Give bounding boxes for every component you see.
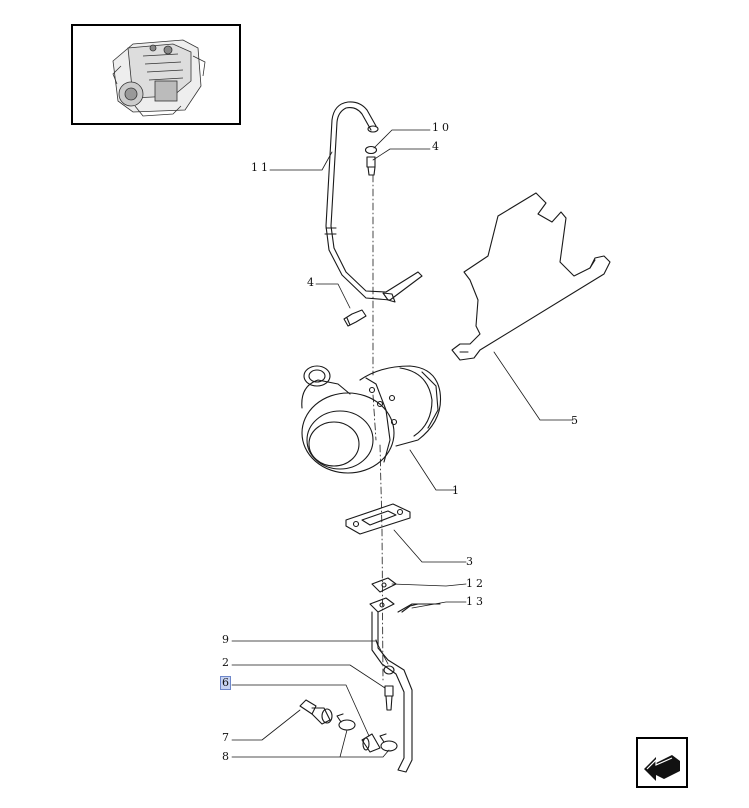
hose-connector — [299, 699, 333, 725]
hose-clamp-lower — [379, 733, 398, 752]
leader-lines — [231, 129, 574, 758]
oil-drain-pipe — [371, 603, 441, 773]
oil-feed-pipe — [324, 101, 423, 303]
callout-7[interactable]: 7 — [222, 731, 232, 744]
turbocharger — [301, 365, 442, 474]
callout-9[interactable]: 9 — [222, 633, 232, 646]
sealing-washer — [383, 665, 395, 675]
banjo-bolt-lower — [343, 309, 367, 327]
next-page-arrow-icon — [644, 755, 680, 781]
drain-bolt — [384, 685, 394, 711]
oil-return-hose — [361, 733, 381, 753]
assembly-axis — [372, 174, 384, 681]
o-ring — [364, 145, 378, 155]
callout-3[interactable]: 3 — [466, 555, 476, 568]
callout-8[interactable]: 8 — [222, 750, 232, 763]
next-page-button[interactable] — [636, 737, 688, 788]
callout-5[interactable]: 5 — [571, 414, 581, 427]
callout-13[interactable]: 13 — [466, 595, 486, 608]
callout-12[interactable]: 12 — [466, 577, 486, 590]
callout-4-top[interactable]: 4 — [432, 140, 442, 153]
exhaust-gasket — [345, 503, 411, 535]
drain-flange — [369, 577, 397, 613]
callout-11[interactable]: 11 — [251, 161, 271, 174]
banjo-bolt-top — [366, 156, 376, 176]
engine-thumbnail-icon — [112, 39, 206, 117]
callout-6[interactable]: 6 — [220, 676, 231, 690]
engine-thumbnail[interactable] — [71, 24, 241, 125]
assembly-axis-lower — [372, 394, 377, 441]
heat-shield-bracket — [451, 192, 611, 361]
callout-1[interactable]: 1 — [452, 484, 462, 497]
callout-4-lower[interactable]: 4 — [307, 276, 317, 289]
callout-2[interactable]: 2 — [222, 656, 232, 669]
hose-clamp-upper — [336, 713, 356, 731]
callout-10[interactable]: 10 — [432, 121, 452, 134]
